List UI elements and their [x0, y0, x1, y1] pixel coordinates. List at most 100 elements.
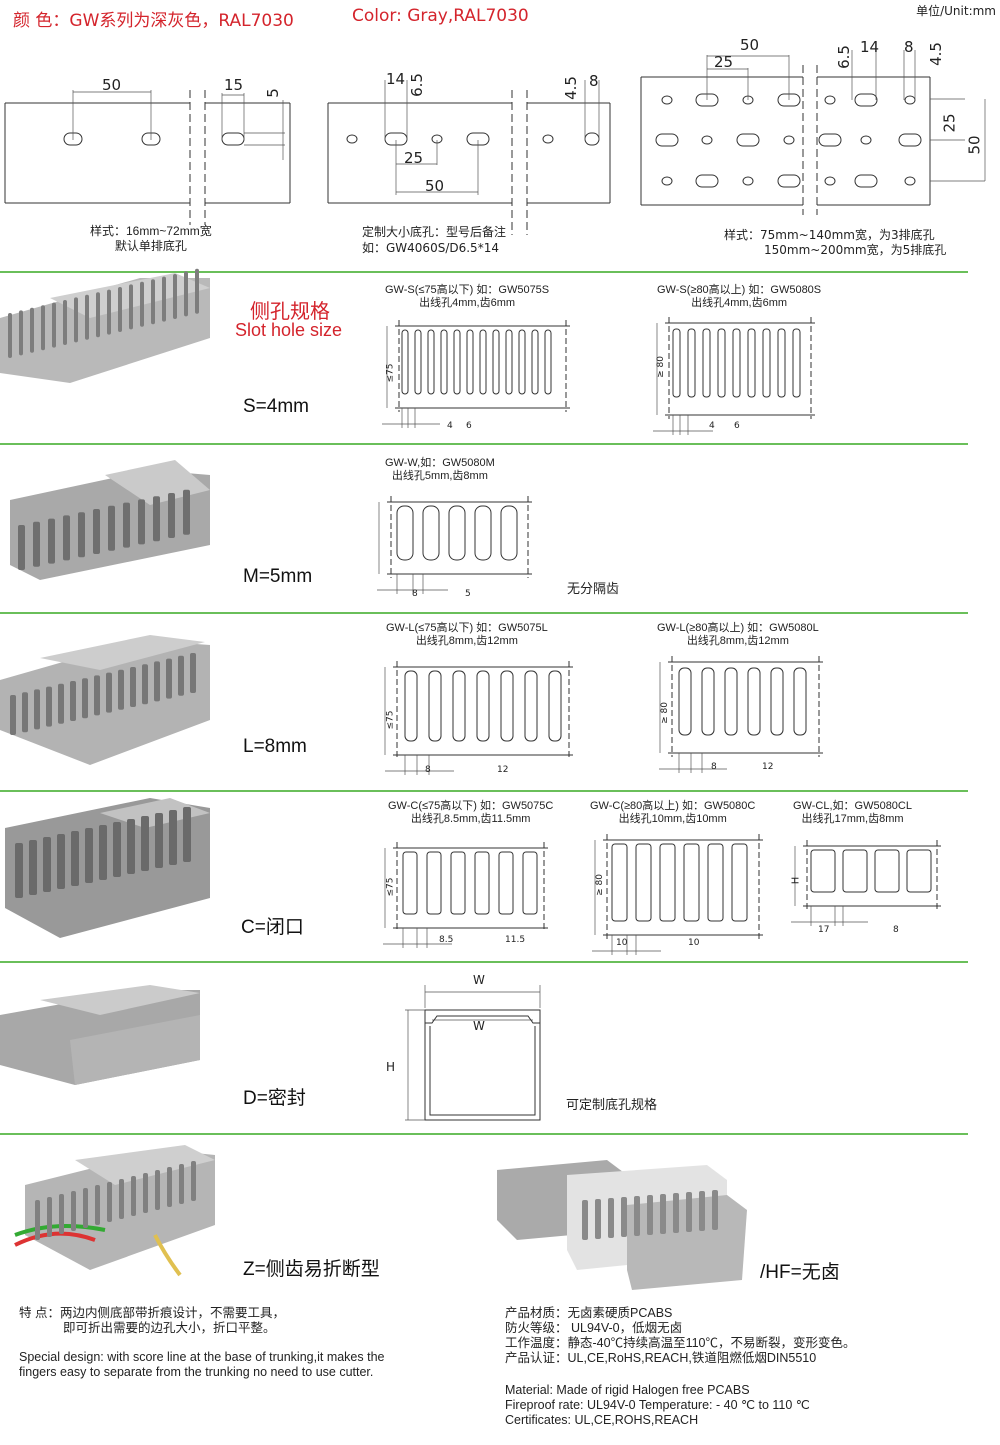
round-hole: [661, 176, 673, 186]
slot: [634, 1196, 640, 1236]
slot: [131, 1176, 136, 1216]
slot: [173, 274, 177, 319]
slot-title-en: Slot hole size: [235, 320, 343, 340]
slot: [687, 328, 696, 398]
dim-6-5: 6.5: [407, 73, 426, 97]
l-b-profile: [659, 656, 823, 773]
slot-hole: [655, 133, 679, 147]
slot-title-cn: 侧孔规格: [250, 299, 330, 323]
slot: [810, 849, 836, 893]
label-hf: /HF=无卤: [760, 1262, 840, 1283]
slot: [505, 329, 513, 395]
slot: [426, 851, 442, 915]
slot: [414, 329, 422, 395]
slot: [635, 843, 652, 922]
c-b-h: ≥ 80: [594, 874, 605, 896]
slot: [701, 667, 715, 736]
divider: [0, 612, 968, 614]
d-note: 可定制底孔规格: [566, 1098, 658, 1113]
slot: [96, 292, 100, 338]
slot: [138, 499, 145, 545]
slot: [107, 289, 111, 335]
l-b-d2: 12: [762, 762, 774, 772]
slot: [85, 294, 89, 340]
slot: [611, 843, 628, 922]
feature-cn: 特 点：两边内侧底部带折痕设计，不需要工具，即可折出需要的边孔大小，折口平整。: [19, 1306, 285, 1335]
slot: [544, 329, 552, 395]
round-hole: [904, 176, 916, 186]
slot: [63, 515, 70, 561]
round-hole: [824, 176, 836, 186]
d-h: H: [386, 1060, 396, 1074]
slot: [842, 849, 868, 893]
slot: [724, 667, 738, 736]
s-a-d1: 4: [447, 421, 453, 431]
slot: [141, 816, 149, 871]
divider: [0, 1133, 968, 1135]
slot: [30, 307, 34, 353]
slot: [46, 686, 52, 727]
slot: [479, 329, 487, 395]
dim-25d: 25: [940, 113, 959, 133]
round-hole: [783, 135, 795, 145]
slot: [63, 300, 67, 345]
slot: [906, 849, 932, 893]
slot: [608, 1198, 614, 1238]
trunking-photo-hf: [497, 1160, 747, 1290]
slot: [178, 655, 184, 696]
slot: [678, 667, 692, 736]
dim-50c: 50: [740, 36, 760, 54]
slot: [476, 670, 490, 742]
c-c-h: H: [790, 876, 802, 885]
slot-hole: [777, 174, 801, 188]
slot: [522, 851, 538, 915]
c-c-profile: [791, 840, 941, 926]
slot: [85, 828, 93, 883]
slot: [130, 667, 136, 707]
trunking-photo-s: [0, 268, 210, 383]
slot: [59, 1194, 64, 1234]
dim-50: 50: [102, 76, 122, 94]
slot: [57, 834, 65, 889]
slot: [672, 328, 681, 398]
slot: [151, 279, 155, 325]
dim-4-5: 4.5: [561, 76, 580, 100]
slot: [427, 329, 435, 395]
slot: [747, 667, 761, 736]
trunking-photo-d: [0, 985, 200, 1085]
slot: [74, 297, 78, 343]
slot: [41, 305, 45, 351]
slot: [71, 831, 79, 886]
s-b-profile: [653, 317, 815, 435]
dim-8c: 8: [904, 38, 914, 56]
label-s: S=4mm: [243, 396, 309, 417]
slot: [874, 849, 900, 893]
slot: [792, 328, 801, 398]
dim-15: 15: [224, 76, 244, 94]
slot-hole: [818, 133, 842, 147]
m-a-profile: [377, 496, 532, 594]
slot: [8, 313, 12, 358]
slot: [33, 521, 40, 567]
slot: [154, 661, 160, 702]
slot-hole: [695, 174, 719, 188]
trunking-photo-l: [0, 635, 210, 765]
slot: [191, 1161, 196, 1201]
slot: [500, 505, 518, 561]
slot: [15, 843, 23, 898]
slot: [127, 819, 135, 874]
slot: [153, 496, 160, 542]
slot: [448, 505, 466, 561]
l-b-h: ≥ 80: [659, 702, 670, 724]
m-note: 无分隔齿: [567, 582, 620, 597]
slot: [119, 1179, 124, 1219]
dim-50b: 50: [425, 177, 445, 195]
round-hole: [701, 135, 713, 145]
divider: [0, 443, 968, 445]
slot: [10, 695, 16, 735]
dim-6-5c: 6.5: [834, 45, 853, 69]
